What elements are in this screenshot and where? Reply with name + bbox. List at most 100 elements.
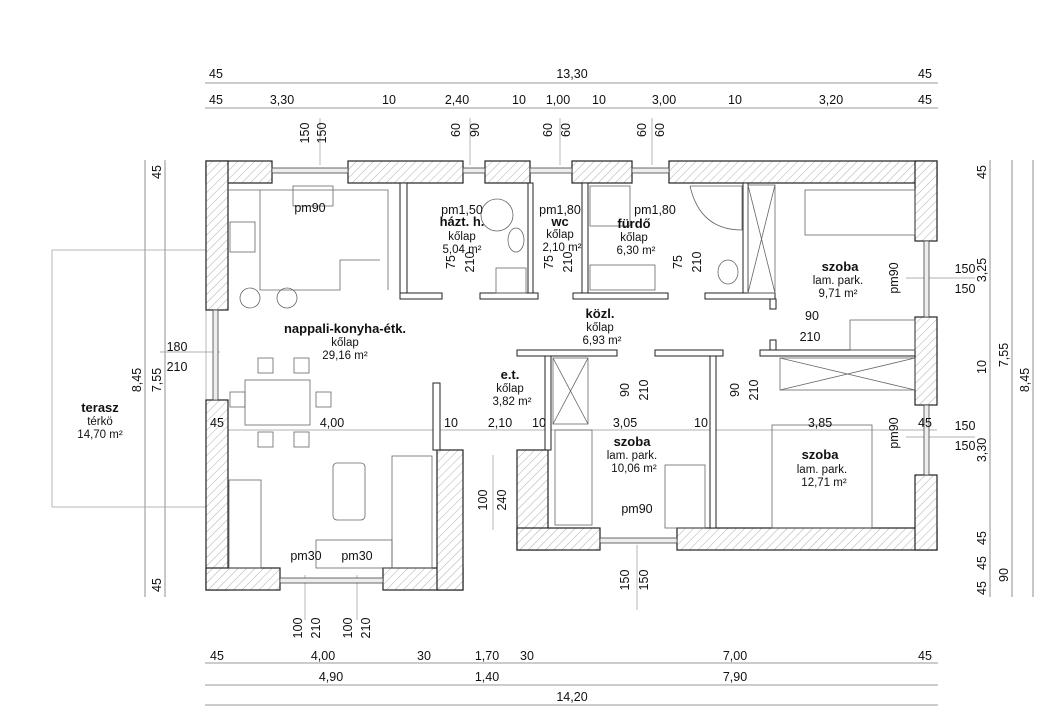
dim-text: 45 bbox=[918, 93, 932, 107]
door-label: 240 bbox=[495, 490, 509, 511]
room-name: szoba bbox=[802, 447, 840, 462]
window-label: 150 bbox=[315, 123, 329, 144]
dim-text: 90 bbox=[997, 568, 1011, 582]
room-name: wc bbox=[550, 214, 568, 229]
dim-text: 3,00 bbox=[652, 93, 676, 107]
dim-text: 3,05 bbox=[613, 416, 637, 430]
dim-text: 3,85 bbox=[808, 416, 832, 430]
top-window-labels: 150 150 60 90 60 60 60 60 bbox=[298, 123, 667, 144]
dim-text: 1,40 bbox=[475, 670, 499, 684]
dim-text: 45 bbox=[210, 649, 224, 663]
dim-text: 8,45 bbox=[130, 368, 144, 392]
parapet-label: pm30 bbox=[290, 549, 321, 563]
window-label: 60 bbox=[559, 123, 573, 137]
room-area: 5,04 m² bbox=[443, 244, 482, 256]
dim-text: 45 bbox=[975, 581, 989, 595]
parapet-label: pm1,50 bbox=[441, 203, 483, 217]
parapet-label: pm1,80 bbox=[634, 203, 676, 217]
window-label: 60 bbox=[653, 123, 667, 137]
door-label: 100 bbox=[291, 618, 305, 639]
parapet-label: pm90 bbox=[621, 502, 652, 516]
window-label: 150 bbox=[955, 282, 976, 296]
door-label: 75 bbox=[444, 255, 458, 269]
dim-text: 10 bbox=[512, 93, 526, 107]
room-living: nappali-konyha-étk. kőlap 29,16 m² bbox=[284, 321, 406, 362]
dim-text: 45 bbox=[150, 165, 164, 179]
interior-walls bbox=[399, 182, 916, 529]
parapet-labels: pm90 pm1,50 pm1,80 pm1,80 pm90 pm90 pm90… bbox=[290, 201, 901, 563]
door-label: 90 bbox=[728, 383, 742, 397]
room-name: szoba bbox=[614, 434, 652, 449]
door-label: 75 bbox=[671, 255, 685, 269]
dim-text: 3,20 bbox=[819, 93, 843, 107]
bottom-dimensions: 45 4,00 30 1,70 30 7,00 45 4,90 1,40 7,9… bbox=[210, 649, 932, 704]
dim-text: 3,30 bbox=[975, 438, 989, 462]
parapet-label: pm1,80 bbox=[539, 203, 581, 217]
dim-text: 4,00 bbox=[320, 416, 344, 430]
room-terrace: terasz térkö 14,70 m² bbox=[77, 400, 123, 441]
dim-text: 10 bbox=[592, 93, 606, 107]
room-floor: kőlap bbox=[496, 383, 524, 395]
door-label: 90 bbox=[618, 383, 632, 397]
window-label: 150 bbox=[955, 439, 976, 453]
dim-text: 7,55 bbox=[997, 343, 1011, 367]
window-label: 90 bbox=[468, 123, 482, 137]
windows bbox=[212, 167, 930, 584]
parapet-label: pm90 bbox=[887, 417, 901, 448]
dim-text: 45 bbox=[975, 556, 989, 570]
top-dimensions: 45 13,30 45 45 3,30 10 2,40 10 1,00 10 3… bbox=[209, 67, 932, 107]
room-floor: lam. park. bbox=[607, 450, 658, 462]
dim-text: 10 bbox=[382, 93, 396, 107]
room-area: 3,82 m² bbox=[493, 396, 532, 408]
room-area: 2,10 m² bbox=[543, 242, 582, 254]
window-label: 150 bbox=[955, 419, 976, 433]
room-hall: közl. kőlap 6,93 m² bbox=[583, 306, 622, 347]
room-wc: wc kőlap 2,10 m² bbox=[543, 214, 582, 254]
dim-text: 10 bbox=[532, 416, 546, 430]
interior-dimensions: 45 4,00 10 2,10 10 3,05 10 3,85 45 bbox=[210, 416, 932, 430]
parapet-label: pm30 bbox=[341, 549, 372, 563]
dim-text: 10 bbox=[975, 360, 989, 374]
dim-text: 45 bbox=[918, 67, 932, 81]
dim-text: 2,10 bbox=[488, 416, 512, 430]
door-label: 210 bbox=[747, 380, 761, 401]
room-floor: kőlap bbox=[620, 232, 648, 244]
dim-text: 14,20 bbox=[556, 690, 587, 704]
door-label: 100 bbox=[476, 490, 490, 511]
door-label: 90 bbox=[805, 309, 819, 323]
room-entry: e.t. kőlap 3,82 m² bbox=[493, 367, 532, 408]
dim-text: 3,25 bbox=[975, 258, 989, 282]
dim-text: 30 bbox=[520, 649, 534, 663]
room-utility: házt. h. kőlap 5,04 m² bbox=[440, 214, 485, 256]
furniture bbox=[228, 184, 916, 569]
door-label: 75 bbox=[542, 255, 556, 269]
dim-text: 7,00 bbox=[723, 649, 747, 663]
room-area: 29,16 m² bbox=[322, 350, 368, 362]
dim-text: 10 bbox=[694, 416, 708, 430]
door-labels: 75 210 75 210 75 210 90 210 90 210 90 21… bbox=[167, 252, 976, 639]
room-area: 14,70 m² bbox=[77, 429, 123, 441]
dim-text: 30 bbox=[417, 649, 431, 663]
outer-walls bbox=[205, 160, 938, 591]
window-label: 60 bbox=[635, 123, 649, 137]
dim-text: 45 bbox=[209, 93, 223, 107]
dim-text: 13,30 bbox=[556, 67, 587, 81]
room-area: 6,30 m² bbox=[617, 245, 656, 257]
door-label: 210 bbox=[309, 618, 323, 639]
room-name: e.t. bbox=[501, 367, 520, 382]
dim-text: 4,90 bbox=[319, 670, 343, 684]
room-floor: kőlap bbox=[546, 229, 574, 241]
dim-text: 7,90 bbox=[723, 670, 747, 684]
dim-text: 45 bbox=[918, 416, 932, 430]
door-label: 210 bbox=[561, 252, 575, 273]
room-area: 10,06 m² bbox=[611, 463, 657, 475]
room-name: fürdő bbox=[617, 216, 650, 231]
room-floor: lam. park. bbox=[813, 275, 864, 287]
window-label: 150 bbox=[637, 570, 651, 591]
door-label: 210 bbox=[167, 360, 188, 374]
room-area: 9,71 m² bbox=[819, 288, 858, 300]
dim-text: 1,00 bbox=[546, 93, 570, 107]
room-name: terasz bbox=[81, 400, 119, 415]
window-label: 60 bbox=[541, 123, 555, 137]
dim-text: 45 bbox=[918, 649, 932, 663]
